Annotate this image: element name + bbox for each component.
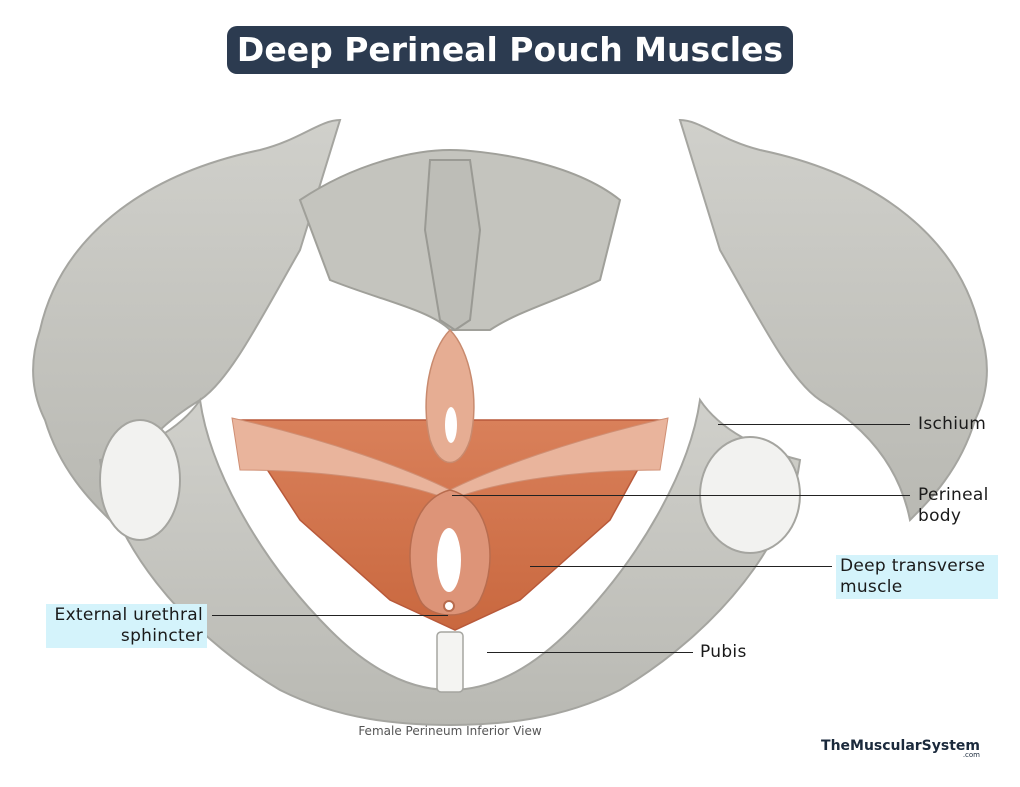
superficial-band bbox=[231, 417, 669, 501]
label-deep-transverse-line1: Deep transverse bbox=[840, 556, 986, 576]
urethral-opening bbox=[443, 600, 455, 612]
right-ilium bbox=[678, 118, 988, 523]
central-muscle-ring bbox=[425, 328, 475, 464]
coccyx bbox=[423, 159, 482, 332]
pubic-symphysis bbox=[436, 631, 464, 693]
label-pubis: Pubis bbox=[700, 642, 747, 662]
pubis-leader bbox=[487, 652, 693, 653]
vaginal-opening bbox=[437, 528, 461, 592]
brand-logo: TheMuscularSystem .com bbox=[821, 738, 980, 759]
ischium-leader bbox=[718, 424, 910, 425]
figure-caption: Female Perineum Inferior View bbox=[358, 724, 542, 738]
label-ischium: Ischium bbox=[918, 414, 987, 434]
brand-suffix: .com bbox=[962, 751, 980, 759]
page-title: Deep Perineal Pouch Muscles bbox=[226, 26, 794, 74]
label-external-urethral: External urethral sphincter bbox=[46, 604, 207, 648]
label-external-urethral-line1: External urethral bbox=[54, 605, 203, 625]
left-acetabulum bbox=[99, 419, 181, 541]
left-ilium bbox=[32, 118, 342, 523]
label-external-urethral-line2: sphincter bbox=[120, 626, 203, 646]
label-deep-transverse: Deep transverse muscle bbox=[836, 555, 998, 599]
brand-name: TheMuscularSystem bbox=[821, 738, 980, 754]
title-wrap: Deep Perineal Pouch Muscles bbox=[0, 26, 1020, 74]
external-urethral-leader bbox=[212, 615, 448, 616]
perineal-body-leader bbox=[452, 495, 910, 496]
label-perineal-body-line2: body bbox=[918, 506, 962, 526]
upper-opening bbox=[445, 407, 457, 443]
label-perineal-body-line1: Perineal bbox=[918, 485, 989, 505]
deep-transverse-leader bbox=[530, 566, 832, 567]
label-deep-transverse-line2: muscle bbox=[840, 577, 903, 597]
